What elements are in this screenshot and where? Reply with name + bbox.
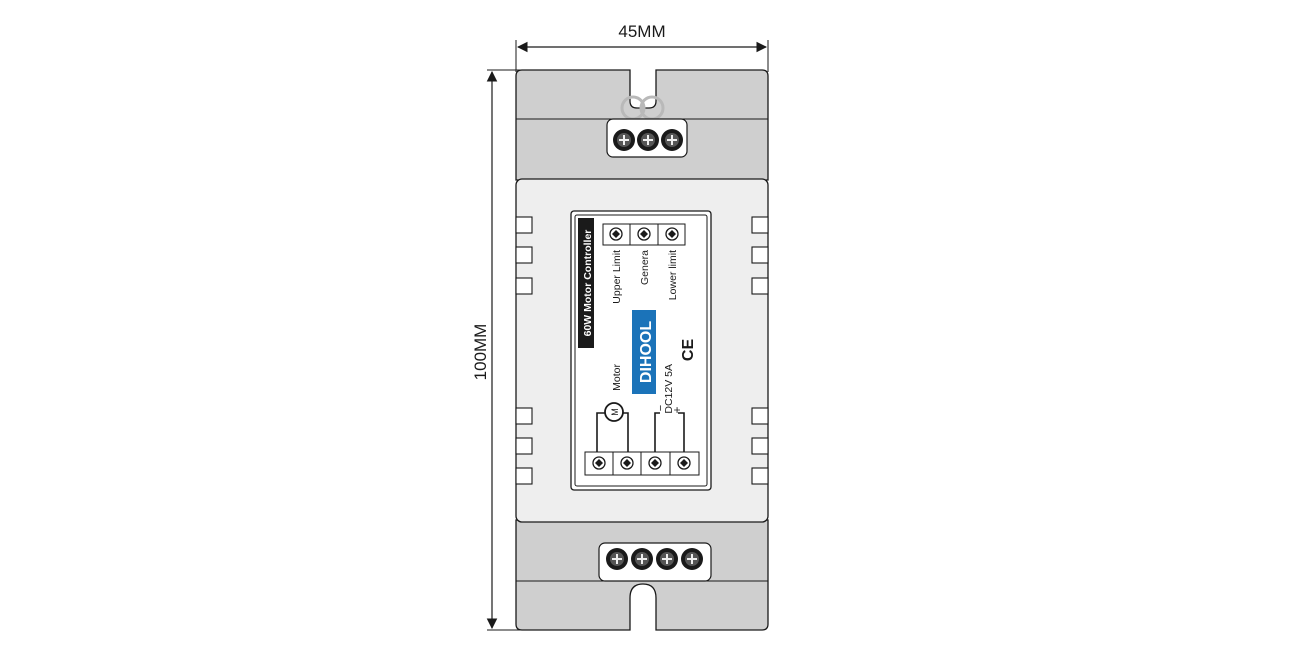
supply-label: DC12V 5A [663, 364, 675, 414]
screw-icon [661, 129, 683, 151]
front-label-panel: 60W Motor Controller Upper Limit Genera … [570, 210, 712, 491]
width-label: 45MM [618, 22, 665, 41]
side-title: 60W Motor Controller [582, 230, 594, 337]
terminal-screw-icon [648, 456, 662, 470]
terminal-screw-icon [592, 456, 606, 470]
bottom-terminal-block [598, 542, 712, 582]
brand-logo: DIHOOL [638, 321, 655, 383]
terminal-screw-icon [677, 456, 691, 470]
brand-badge [632, 310, 656, 394]
screw-icon [613, 129, 635, 151]
terminal-screw-icon [665, 227, 679, 241]
screw-icon [681, 548, 703, 570]
terminal-screw-icon [637, 227, 651, 241]
top-terminal-block [606, 95, 688, 158]
supply-minus-label: − [655, 405, 667, 411]
upper-limit-label: Upper Limit [611, 250, 623, 304]
width-dimension: 45MM [515, 22, 769, 72]
lower-limit-label: Lower limit [667, 250, 679, 300]
wiring [596, 412, 685, 452]
screw-icon [606, 548, 628, 570]
title-band [578, 218, 594, 348]
screw-icon [656, 548, 678, 570]
height-dimension: 100MM [471, 69, 540, 631]
screw-icon [631, 548, 653, 570]
left-vent-slots [515, 216, 533, 485]
terminal-screw-icon [620, 456, 634, 470]
height-label: 100MM [471, 324, 490, 381]
right-vent-slots [751, 216, 769, 485]
screw-icon [637, 129, 659, 151]
motor-symbol-icon: M [604, 402, 624, 422]
motor-label: Motor [611, 364, 623, 391]
supply-plus-label: + [670, 406, 684, 413]
upper-terminal-strip [602, 223, 686, 246]
terminal-screw-icon [609, 227, 623, 241]
ce-mark: CE [680, 339, 697, 362]
svg-text:M: M [610, 408, 620, 416]
lower-terminal-strip [584, 451, 700, 476]
general-label: Genera [639, 250, 651, 285]
